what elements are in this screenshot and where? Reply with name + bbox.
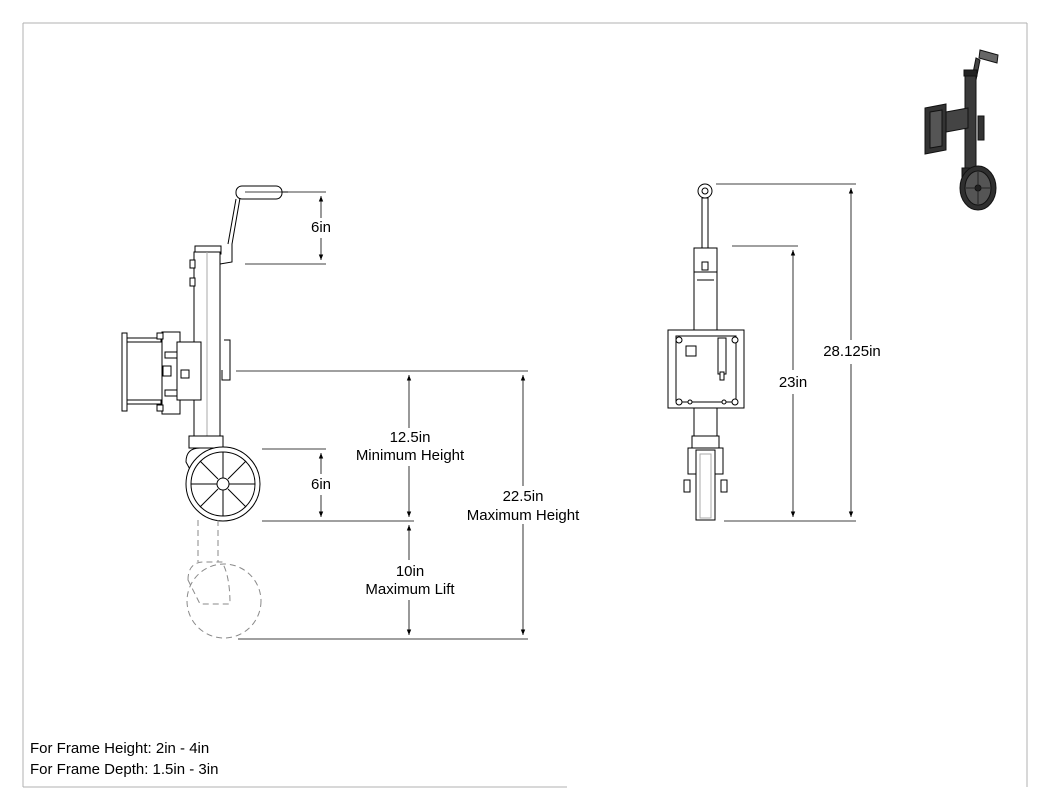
side-view-extended-wheel [186,520,262,639]
side-wheel [185,446,261,522]
isometric-view-jack [924,49,999,211]
minimum-height-value: 12.5in [389,429,431,446]
front-wheel [683,447,728,521]
minimum-height-caption: Minimum Height [355,447,465,464]
side-mount-bracket [121,331,202,415]
front-mount-bracket [667,329,745,409]
wheel-height-label: 6in [310,476,332,493]
front-view-jack [667,183,745,521]
frame-height-note: For Frame Height: 2in - 4in [30,740,210,757]
front-total-height-label: 28.125in [823,343,881,360]
swivel-pin [221,339,231,381]
frame-depth-note: For Frame Depth: 1.5in - 3in [30,761,219,778]
maximum-lift-caption: Maximum Lift [365,581,455,598]
sheet-border [22,22,1028,788]
side-dimension-lines [236,191,528,640]
side-view-jack [121,185,288,522]
crank-grip [235,185,288,200]
maximum-height-value: 22.5in [502,488,544,505]
maximum-lift-value: 10in [395,563,425,580]
maximum-height-caption: Maximum Height [466,507,580,524]
handle-height-label: 6in [310,219,332,236]
front-dimension-lines [716,183,856,522]
front-inner-height-label: 23in [778,374,808,391]
crank-arm [219,197,241,265]
